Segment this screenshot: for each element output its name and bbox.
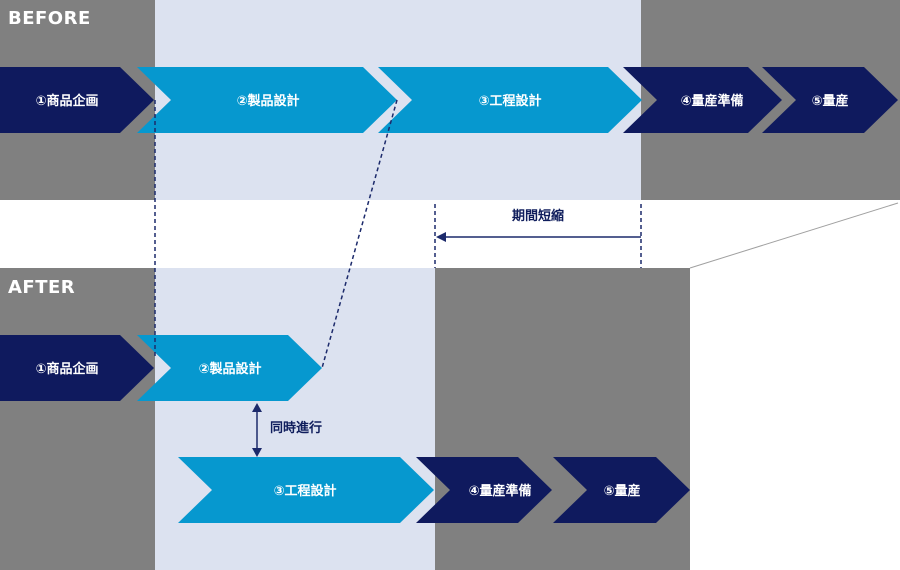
concurrent-label: 同時進行 [270, 420, 322, 436]
before-step-1: ①商品企画 [0, 67, 154, 133]
after-step-3-label: ③工程設計 [273, 483, 336, 499]
before-step-3-label: ③工程設計 [478, 93, 541, 109]
after-step-5-label: ⑤量産 [603, 483, 640, 499]
after-step-5: ⑤量産 [553, 457, 690, 523]
before-step-2-label: ②製品設計 [236, 93, 299, 109]
before-label: BEFORE [8, 8, 91, 29]
before-step-1-label: ①商品企画 [35, 93, 98, 109]
before-step-2: ②製品設計 [137, 67, 397, 133]
after-step-1-label: ①商品企画 [35, 361, 98, 377]
after-step-2: ②製品設計 [137, 335, 322, 401]
before-step-5-label: ⑤量産 [811, 93, 848, 109]
concurrent-arrowhead-up [252, 403, 262, 412]
concurrent-arrowhead-down [252, 448, 262, 457]
perspective-line [689, 202, 899, 269]
after-step-4: ④量産準備 [416, 457, 552, 523]
after-step-3: ③工程設計 [178, 457, 434, 523]
before-step-3: ③工程設計 [378, 67, 642, 133]
before-step-4: ④量産準備 [623, 67, 782, 133]
after-step-2-label: ②製品設計 [198, 361, 261, 377]
before-step-5: ⑤量産 [762, 67, 898, 133]
alignment-dash-diagonal [321, 99, 398, 369]
after-label: AFTER [8, 277, 76, 298]
after-step-4-label: ④量産準備 [468, 483, 531, 499]
shortening-arrowhead [436, 232, 446, 242]
shortening-label: 期間短縮 [512, 208, 564, 224]
after-step-1: ①商品企画 [0, 335, 154, 401]
before-step-4-label: ④量産準備 [680, 93, 743, 109]
